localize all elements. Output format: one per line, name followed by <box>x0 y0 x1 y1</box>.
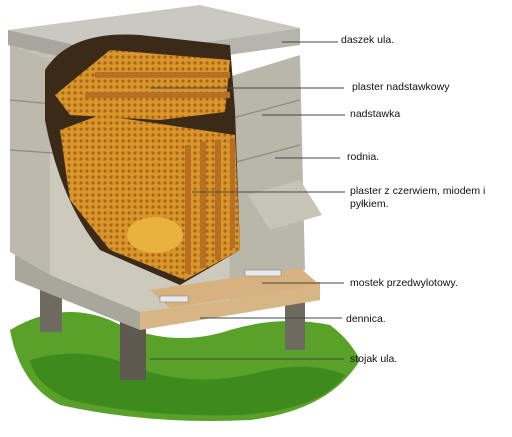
bottom-board <box>15 255 320 330</box>
label-stand: stojak ula. <box>350 353 398 365</box>
grass <box>10 312 360 421</box>
label-brood-comb: plaster z czerwiem, miodem i pyłkiem. <box>350 185 486 210</box>
label-super: nadstawka <box>350 108 401 120</box>
label-bottom-board: dennica. <box>346 313 386 325</box>
leader-lines <box>150 41 345 360</box>
label-entrance-bridge: mostek przedwylotowy. <box>350 277 458 289</box>
label-super-comb: plaster nadstawkowy <box>352 81 450 93</box>
label-roof: daszek ula. <box>341 34 395 46</box>
label-brood-box: rodnia. <box>347 151 380 163</box>
cutaway-interior <box>45 34 240 285</box>
entrance-bridge <box>150 268 320 308</box>
